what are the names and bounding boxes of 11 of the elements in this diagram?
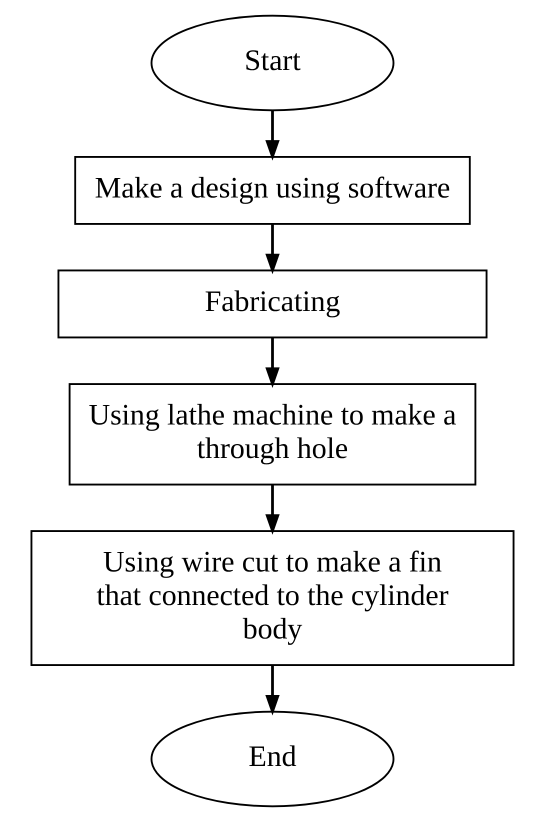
node-box: Make a design using software — [74, 156, 470, 225]
node-box: Using lathe machine to make a through hole — [68, 383, 476, 486]
arrow — [264, 666, 280, 716]
arrow — [264, 110, 280, 161]
node-ellipse: Start — [150, 14, 394, 112]
arrow — [264, 224, 280, 274]
node-ellipse: End — [150, 710, 394, 808]
node-box: Fabricating — [57, 270, 487, 338]
arrow — [264, 485, 280, 535]
arrow — [264, 338, 280, 388]
node-box: Using wire cut to make a fin that connected to the cylinder body — [30, 530, 514, 666]
